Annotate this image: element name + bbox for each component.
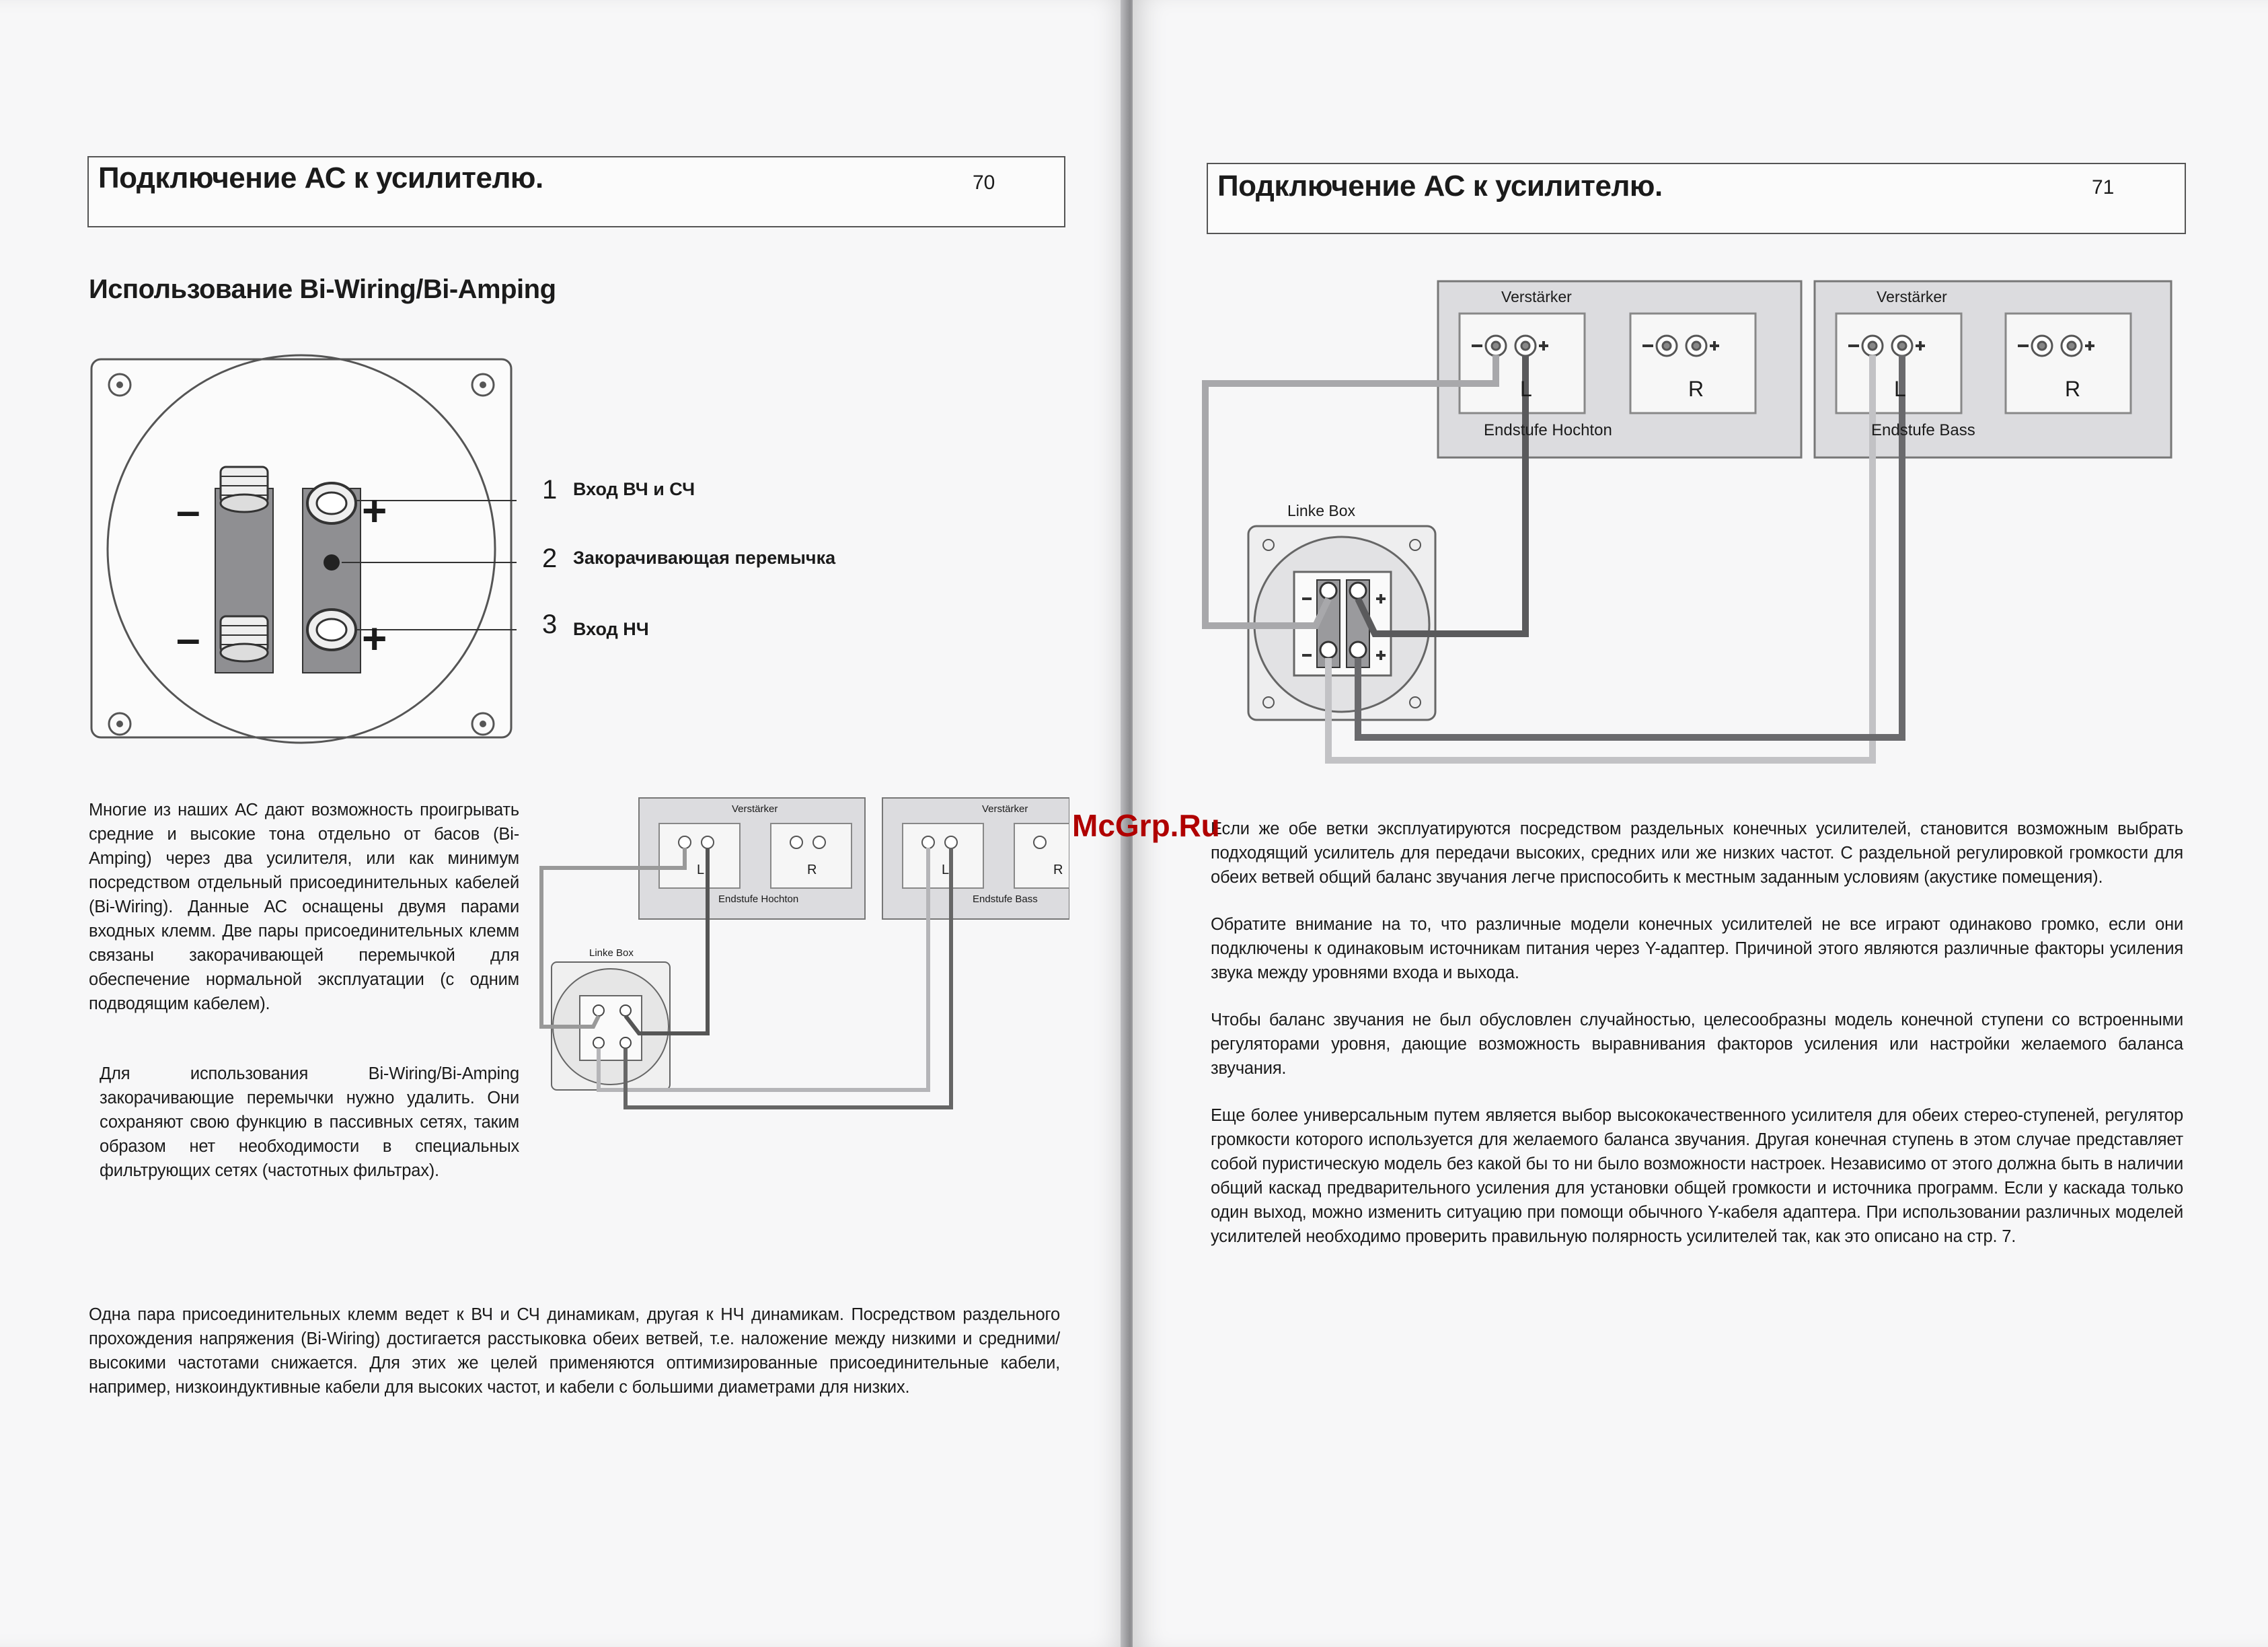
terminal-plate-illustration	[90, 354, 517, 744]
small-amp2-label: Verstärker	[982, 803, 1028, 815]
left-paragraph-2: Для использования Bi-Wiring/Bi-Amping за…	[100, 1064, 519, 1180]
channel-r-1: R	[1688, 377, 1704, 401]
right-paragraph-4: Еще более универсальным путем является в…	[1211, 1106, 2183, 1246]
terminal-label-text-3: Вход НЧ	[573, 619, 649, 639]
terminal-label-text-1: Вход ВЧ и СЧ	[573, 479, 695, 499]
left-header-box	[87, 156, 1065, 227]
cable-bass-plus	[1355, 355, 1905, 741]
watermark: McGrp.Ru	[1072, 808, 1220, 843]
small-channel-l-2: L	[942, 863, 950, 877]
right-paragraph-3: Чтобы баланс звучания не был обусловлен …	[1211, 1011, 2183, 1078]
amp1-label: Verstärker	[1501, 288, 1572, 305]
right-header-box	[1207, 163, 2186, 234]
small-wiring-diagram	[539, 797, 1069, 1109]
box-label: Linke Box	[1287, 502, 1356, 519]
small-channel-r-2: R	[1053, 863, 1063, 877]
left-page: Подключение АС к усилителю. 70 Использов…	[0, 0, 1127, 1647]
channel-l-2: L	[1894, 377, 1906, 401]
small-amp1-label: Verstärker	[732, 803, 778, 815]
channel-l-1: L	[1520, 377, 1532, 401]
wiring-diagram	[1202, 280, 2172, 764]
left-paragraph-1: Многие из наших АС дают возможность прои…	[89, 801, 519, 1013]
channel-r-2: R	[2065, 377, 2081, 401]
left-header-title: Подключение АС к усилителю.	[98, 161, 543, 194]
terminal-label-number-1: 1	[542, 475, 558, 505]
cable-bass-minus	[1325, 355, 1876, 764]
left-paragraph-3: Одна пара присоединительных клемм ведет …	[89, 1305, 1060, 1397]
amp2-caption: Endstufe Bass	[1871, 421, 1975, 439]
small-amp2-caption: Endstufe Bass	[973, 893, 1038, 905]
left-page-number: 70	[973, 172, 995, 194]
minus-sign-bottom: –	[176, 614, 200, 663]
terminal-label-text-2: Закорачивающая перемычка	[573, 548, 836, 568]
binding-post-icon	[219, 466, 357, 663]
section-title: Использование Bi-Wiring/Bi-Amping	[89, 274, 556, 304]
small-channel-l-1: L	[697, 863, 705, 877]
plate-outline-icon	[106, 354, 496, 744]
terminal-label-number-3: 3	[542, 610, 558, 639]
right-page: Подключение АС к усилителю. 71	[1133, 0, 2268, 1647]
cable-hochton-minus	[1202, 355, 1499, 629]
minus-sign-top: –	[176, 486, 200, 535]
amp2-label: Verstärker	[1877, 288, 1947, 305]
plus-sign-top: +	[362, 486, 387, 535]
small-amp1-caption: Endstufe Hochton	[718, 893, 799, 905]
cable-hochton-plus	[1355, 355, 1529, 637]
right-paragraph-2: Обратите внимание на то, что различные м…	[1211, 915, 2183, 982]
small-channel-r-1: R	[807, 863, 817, 877]
right-header-title: Подключение АС к усилителю.	[1217, 170, 1663, 203]
small-box-label: Linke Box	[589, 947, 634, 959]
amp1-caption: Endstufe Hochton	[1484, 421, 1612, 439]
right-page-number: 71	[2092, 176, 2115, 198]
right-paragraph-1: Если же обе ветки эксплуатируются посред…	[1211, 819, 2183, 887]
plus-sign-bottom: +	[362, 614, 387, 663]
terminal-label-number-2: 2	[542, 544, 558, 573]
